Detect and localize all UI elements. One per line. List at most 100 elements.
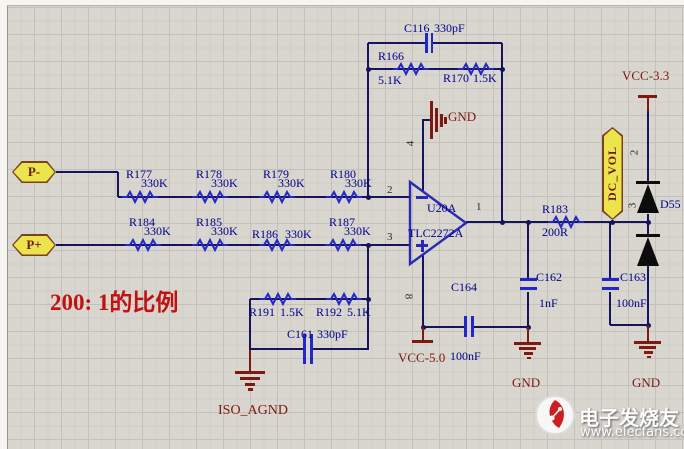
resistor-r183[interactable]	[548, 215, 584, 229]
diode-d55-bottom[interactable]	[637, 237, 659, 266]
resistor-r183-ref: R183	[542, 202, 569, 216]
capacitor-c163-plate	[601, 287, 619, 290]
capacitor-c161-value: 330pF	[317, 327, 348, 341]
resistor-r184-ref: R184	[129, 215, 156, 229]
gnd-right-stem	[647, 325, 649, 341]
gnd-right-bar4	[646, 355, 651, 358]
capacitor-c162-value: 1nF	[539, 296, 558, 310]
resistor-r170[interactable]	[458, 62, 494, 76]
wire	[647, 214, 649, 235]
gnd-opamp-bar4	[444, 117, 447, 124]
vcc-3v3-stem	[647, 98, 649, 111]
elecfans-logo-icon	[535, 395, 575, 435]
port-dc-vol[interactable]: DC_VOL	[602, 127, 623, 220]
port-p-minus-label: P-	[27, 164, 41, 179]
resistor-r185[interactable]	[192, 238, 228, 252]
capacitor-c164[interactable]	[464, 316, 467, 337]
gnd-mid-symbol[interactable]	[514, 342, 541, 345]
gnd-right-bar2	[639, 346, 656, 349]
vcc-5v0-power-bar[interactable]	[412, 340, 433, 343]
capacitor-c163-ref: C163	[620, 270, 647, 284]
iso-agnd-symbol[interactable]	[235, 371, 265, 374]
opamp-pin-1: 1	[476, 201, 482, 213]
wire	[56, 244, 410, 246]
wire	[610, 324, 648, 326]
resistor-r177[interactable]	[122, 190, 158, 204]
gnd-opamp-label: GND	[448, 109, 477, 124]
resistor-r184-value: 330K	[144, 224, 171, 238]
capacitor-c116-plate	[430, 33, 433, 53]
port-p-minus[interactable]: P-	[12, 161, 56, 183]
resistor-r187-value: 330K	[344, 224, 371, 238]
resistor-r185-value: 330K	[211, 224, 238, 238]
wire	[249, 299, 251, 350]
wire	[117, 172, 119, 197]
junction-dot	[365, 194, 371, 200]
resistor-r178-ref: R178	[196, 167, 223, 181]
resistor-r183-value: 200R	[542, 225, 569, 239]
resistor-r186[interactable]	[259, 238, 295, 252]
capacitor-c162[interactable]	[519, 278, 537, 281]
resistor-r179[interactable]	[259, 190, 295, 204]
resistor-r192[interactable]	[326, 292, 362, 306]
iso-agnd-bar2	[240, 377, 260, 380]
gnd-right-bar3	[644, 351, 653, 354]
wire	[647, 266, 649, 325]
capacitor-c162-plate	[519, 287, 537, 290]
wire	[367, 43, 369, 197]
capacitor-c162-ref: C162	[536, 270, 563, 284]
gnd-right-symbol[interactable]	[634, 341, 661, 344]
resistor-r180-value: 330K	[345, 176, 372, 190]
opamp-pin-4: 4	[404, 140, 417, 147]
vcc-3v3-power-bar[interactable]	[638, 95, 657, 98]
diode-pin-2: 2	[628, 149, 641, 156]
capacitor-c163[interactable]	[601, 278, 619, 281]
resistor-r186-ref: R186	[252, 227, 279, 241]
resistor-r178[interactable]	[192, 190, 228, 204]
resistor-r170-ref: R170	[443, 71, 470, 85]
wire	[527, 292, 529, 327]
watermark-site-url[interactable]: www.elecfans.com	[580, 425, 684, 440]
opamp-pin-8: 8	[402, 293, 415, 300]
opamp-pin-3: 3	[387, 231, 393, 243]
capacitor-c161-plate	[310, 334, 313, 364]
diode-d55-bottom-cathode-bar	[636, 234, 660, 237]
resistor-r187-ref: R187	[329, 215, 356, 229]
wire	[422, 254, 424, 327]
wire	[250, 298, 368, 300]
junction-dot	[609, 219, 615, 225]
capacitor-c116[interactable]	[425, 33, 428, 53]
resistor-r184[interactable]	[125, 238, 161, 252]
wire	[609, 292, 611, 325]
gnd-mid-label: GND	[512, 375, 541, 390]
vcc-3v3-label: VCC-3.3	[622, 68, 670, 83]
diode-pin-3: 3	[626, 202, 639, 209]
gnd-mid-bar2	[519, 347, 536, 350]
resistor-r191[interactable]	[260, 292, 296, 306]
diode-d55-top[interactable]	[637, 184, 659, 213]
capacitor-c164-plate	[471, 316, 474, 337]
watermark-site-name: 电子发烧友	[579, 406, 679, 430]
gnd-opamp-bar3	[440, 114, 443, 127]
resistor-r187[interactable]	[325, 238, 361, 252]
resistor-r166[interactable]	[393, 62, 429, 76]
iso-agnd-label: ISO_AGND	[218, 403, 288, 418]
junction-dot	[645, 219, 651, 225]
capacitor-c116-value: 330pF	[434, 21, 465, 35]
wire	[313, 348, 368, 350]
resistor-r166-value: 5.1K	[378, 73, 402, 87]
wire	[56, 171, 118, 173]
resistor-r192-value: 5.1K	[347, 305, 371, 319]
capacitor-c116-ref: C116	[404, 21, 430, 35]
opamp-u20a[interactable]	[406, 179, 470, 267]
gnd-opamp-symbol[interactable]	[430, 101, 433, 139]
wire	[422, 119, 431, 121]
gnd-right-label: GND	[632, 375, 661, 390]
resistor-r170-value: 1.5K	[473, 71, 497, 85]
wire	[368, 68, 502, 70]
port-p-plus[interactable]: P+	[12, 234, 56, 256]
junction-dot	[499, 219, 505, 225]
resistor-r180[interactable]	[326, 190, 362, 204]
resistor-r192-ref: R192	[316, 305, 343, 319]
capacitor-c161[interactable]	[303, 334, 306, 364]
